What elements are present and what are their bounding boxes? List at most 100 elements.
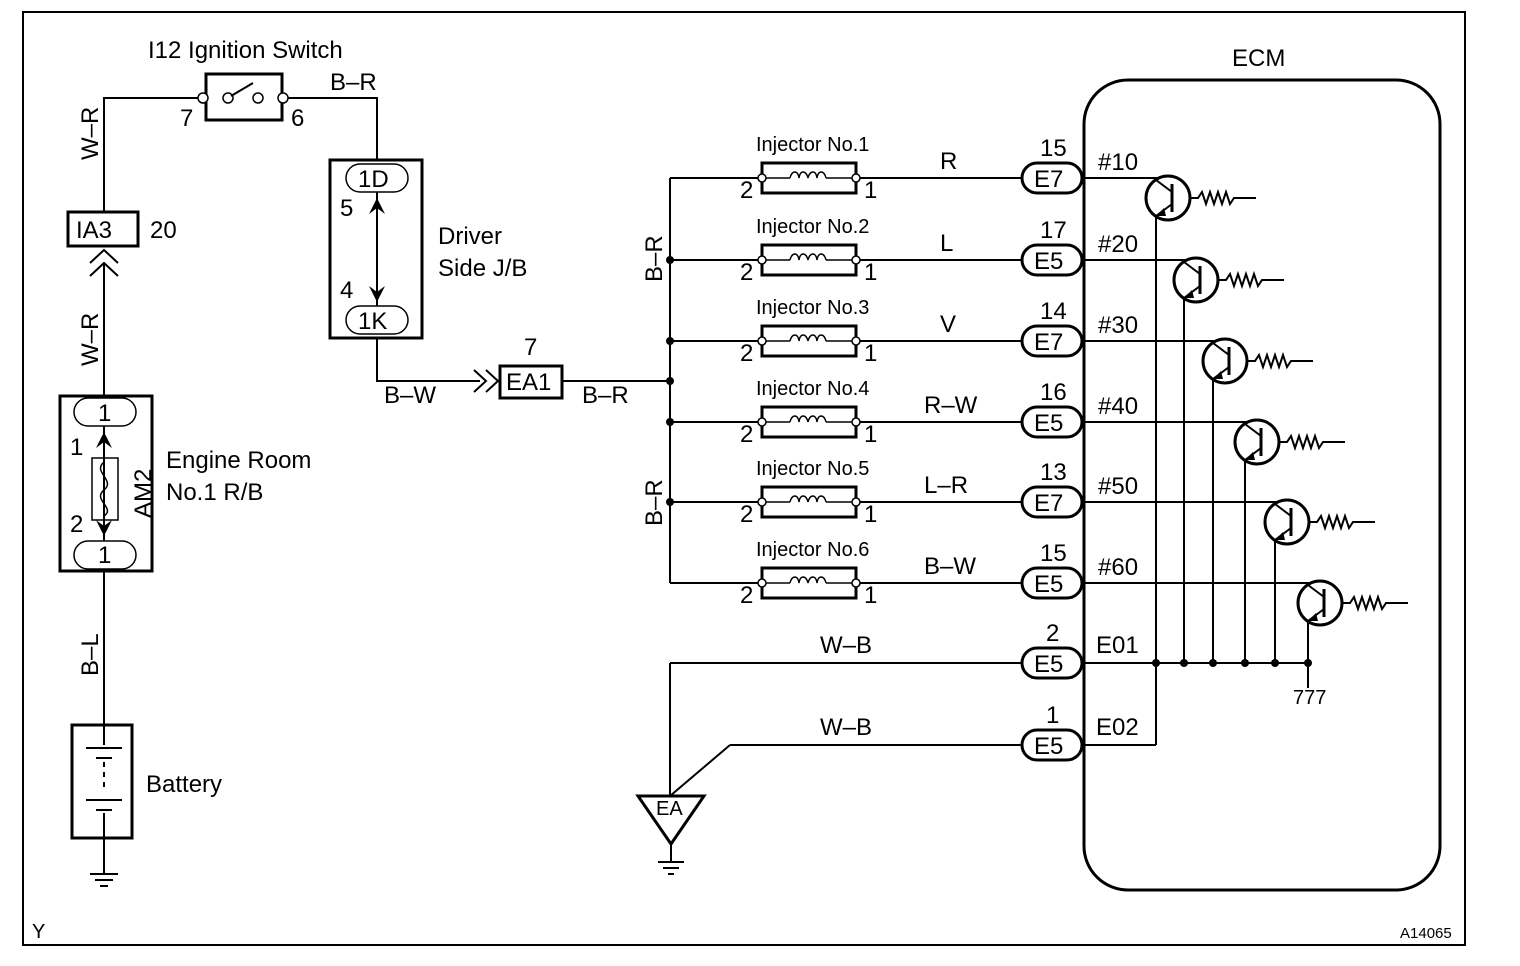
diagram-frame — [22, 11, 1466, 946]
injector-6-conn-pin: 15 — [1040, 540, 1067, 567]
injector-1-connector-label: E7 — [1034, 166, 1063, 193]
injector-5-name: Injector No.5 — [756, 458, 869, 480]
injector-5-connector-label: E7 — [1034, 490, 1063, 517]
ignition-pin-7: 7 — [180, 105, 193, 132]
injector-5-connector: E7 — [1020, 485, 1084, 519]
injector-2-conn-pin: 17 — [1040, 217, 1067, 244]
ecm-driver-transistor-5 — [1263, 498, 1375, 546]
injector-3-wire-color: V — [940, 311, 956, 338]
injector-3-name: Injector No.3 — [756, 297, 869, 319]
injector-2-name: Injector No.2 — [756, 216, 869, 238]
ecm-driver-transistor-4 — [1233, 418, 1345, 466]
injector-2-pin-left: 2 — [740, 259, 753, 286]
driver-jb-label-2: Side J/B — [438, 255, 527, 282]
svg-text:EA1: EA1 — [506, 369, 551, 396]
injector-1-conn-pin: 15 — [1040, 135, 1067, 162]
injector-5-pin-right: 1 — [864, 501, 877, 528]
injector-3-pin-left: 2 — [740, 340, 753, 367]
injector-4-pin-right: 1 — [864, 421, 877, 448]
injector-1-pin-left: 2 — [740, 177, 753, 204]
ia3-pin: 20 — [150, 217, 177, 244]
injector-2-wire-color: L — [940, 230, 953, 257]
ecm-label: ECM — [1232, 45, 1285, 72]
battery — [70, 723, 134, 840]
engine-rb-label-2: No.1 R/B — [166, 479, 263, 506]
injector-4-conn-pin: 16 — [1040, 379, 1067, 406]
ecm-box — [1082, 78, 1442, 892]
jb-pin-5: 5 — [340, 195, 353, 222]
ecm-terminal-3: #30 — [1098, 312, 1138, 339]
wire-b-r-top — [288, 97, 378, 162]
jb-conn-1d: 1D — [358, 166, 389, 193]
engine-rb-label-1: Engine Room — [166, 447, 311, 474]
ecm-terminal-4: #40 — [1098, 393, 1138, 420]
ecm-terminal-5: #50 — [1098, 473, 1138, 500]
wire-w-r-top — [103, 97, 198, 212]
rb-pin-1: 1 — [70, 434, 83, 461]
injector-1-pin-right: 1 — [864, 177, 877, 204]
wire-label-b-r-top: B–R — [330, 69, 377, 96]
ecm-driver-transistor-2 — [1172, 256, 1284, 304]
rb-pin-2: 2 — [70, 511, 83, 538]
injector-2-connector: E5 — [1020, 243, 1084, 277]
ecm-ground-terminal-1: E01 — [1096, 632, 1139, 659]
injector-4-name: Injector No.4 — [756, 378, 869, 400]
injector-3-connector-label: E7 — [1034, 329, 1063, 356]
jb-pin-4: 4 — [340, 277, 353, 304]
ignition-pin-6: 6 — [291, 105, 304, 132]
ground-1-wire-color: W–B — [820, 632, 872, 659]
rb-conn-top: 1 — [98, 400, 111, 427]
injector-4-connector: E5 — [1020, 405, 1084, 439]
injector-6-pin-right: 1 — [864, 582, 877, 609]
driver-side-jb: 1D 1K 5 4 — [328, 158, 424, 340]
jb-conn-1k: 1K — [358, 308, 387, 335]
injector-5-conn-pin: 13 — [1040, 459, 1067, 486]
injector-3-pin-right: 1 — [864, 340, 877, 367]
ground-symbol-battery — [90, 838, 118, 887]
connector-ea1: EA1 7 — [498, 334, 564, 400]
injector-6-pin-left: 2 — [740, 582, 753, 609]
wire-label-b-l: B–L — [77, 633, 104, 676]
corner-label-left: Y — [32, 921, 45, 943]
engine-room-rb: 1 1 1 2 AM2 — [58, 394, 157, 573]
fuse-am2: AM2 — [130, 469, 157, 518]
injector-6-connector: E5 — [1020, 566, 1084, 600]
ecm-terminal-2: #20 — [1098, 231, 1138, 258]
ignition-switch: I12 Ignition Switch 7 6 — [148, 37, 343, 132]
ground-2-connector: E5 — [1020, 728, 1084, 762]
ecm-terminal-1: #10 — [1098, 149, 1138, 176]
ground-2-conn-pin: 1 — [1046, 702, 1059, 729]
ground-2-wire-color: W–B — [820, 714, 872, 741]
connector-ia3: IA3 20 — [66, 210, 177, 277]
ecm-terminal-6: #60 — [1098, 554, 1138, 581]
corner-label-right: A14065 — [1400, 925, 1452, 942]
battery-label: Battery — [146, 771, 222, 798]
ecm-driver-transistor-1 — [1144, 174, 1256, 222]
rb-conn-bottom: 1 — [98, 542, 111, 569]
injector-4-pin-left: 2 — [740, 421, 753, 448]
injector-1-name: Injector No.1 — [756, 134, 869, 156]
wire-label-w-r-mid: W–R — [77, 313, 104, 366]
injector-6-wire-color: B–W — [924, 553, 976, 580]
injector-4-wire-color: R–W — [924, 392, 978, 419]
ignition-switch-label: I12 Ignition Switch — [148, 37, 343, 64]
svg-text:EA: EA — [656, 798, 683, 820]
injector-2-connector-label: E5 — [1034, 248, 1063, 275]
wire-label-b-w: B–W — [384, 382, 436, 409]
wire-label-b-r-lower: B–R — [641, 479, 668, 526]
injector-6-name: Injector No.6 — [756, 539, 869, 561]
ea1-pin: 7 — [524, 334, 537, 361]
wire-label-b-r-ea1: B–R — [582, 382, 629, 409]
ecm-driver-transistor-6 — [1296, 579, 1408, 627]
injector-5-pin-left: 2 — [740, 501, 753, 528]
ground-point-ea: EA — [635, 663, 731, 875]
driver-jb-label-1: Driver — [438, 223, 502, 250]
wire-b-w — [376, 338, 480, 382]
wire-label-b-r-upper: B–R — [641, 235, 668, 282]
